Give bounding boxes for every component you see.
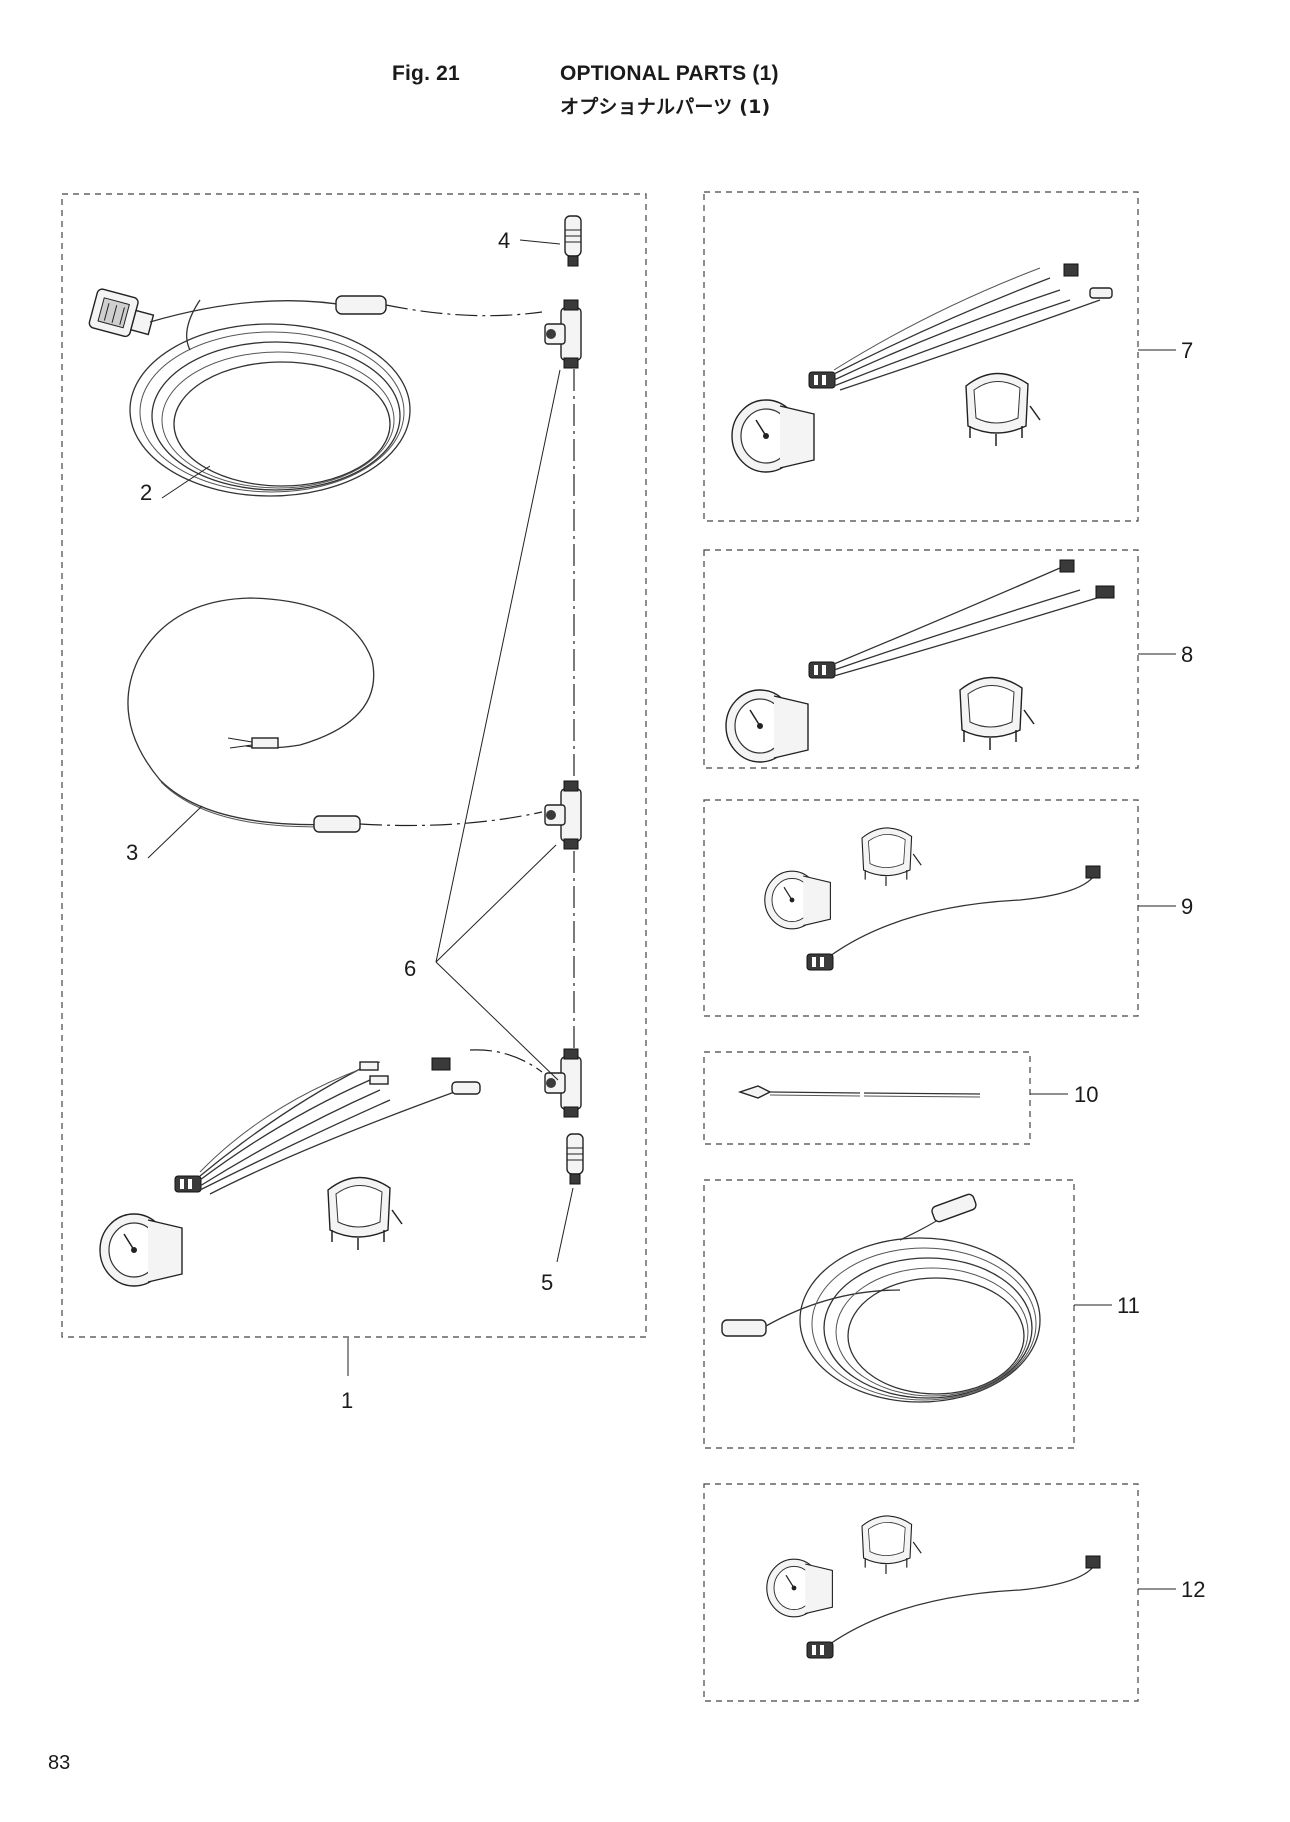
callout-6: 6 xyxy=(404,956,416,981)
gauge-icon xyxy=(766,1558,834,1618)
t-connector-icon xyxy=(544,299,582,369)
kit-boundary-7 xyxy=(703,191,1139,522)
callout-10: 10 xyxy=(1074,1082,1098,1107)
cable-coil-icon xyxy=(721,1193,1041,1403)
mounting-bracket-icon xyxy=(327,1176,403,1251)
cable-coil-icon xyxy=(88,288,411,497)
kit-boundary-12 xyxy=(703,1483,1139,1702)
callout-7: 7 xyxy=(1181,338,1193,363)
t-connector-icon xyxy=(544,1048,582,1118)
callout-5: 5 xyxy=(541,1270,553,1295)
gauge-icon xyxy=(764,870,832,930)
sensor-cable-icon xyxy=(806,1555,1101,1659)
sensor-cable-icon xyxy=(806,865,1101,971)
gauge-icon xyxy=(99,1213,183,1287)
kit-boundary-9 xyxy=(703,799,1139,1017)
terminator-icon xyxy=(566,1133,584,1185)
callout-1: 1 xyxy=(341,1388,353,1413)
figure-title: OPTIONAL PARTS (1) xyxy=(560,62,779,85)
kit-boundary-10 xyxy=(703,1051,1031,1145)
gauge-icon xyxy=(731,399,815,473)
mounting-bracket-icon xyxy=(965,372,1041,447)
callout-8: 8 xyxy=(1181,642,1193,667)
figure-title-japanese: オプショナルパーツ (1) xyxy=(560,96,771,118)
kit-boundary-11 xyxy=(703,1179,1075,1449)
mounting-bracket-icon xyxy=(861,827,922,887)
callout-3: 3 xyxy=(126,840,138,865)
kit-boundary-1 xyxy=(61,193,647,1338)
callout-4: 4 xyxy=(498,228,510,253)
mounting-bracket-icon xyxy=(959,676,1035,751)
terminator-icon xyxy=(564,215,582,267)
mounting-bracket-icon xyxy=(861,1515,922,1575)
wiring-harness-icon xyxy=(174,1057,481,1195)
gauge-icon xyxy=(725,689,809,763)
page-number: 83 xyxy=(48,1752,71,1774)
sensor-probe-icon xyxy=(737,1085,981,1099)
sensor-cable-icon xyxy=(127,597,375,833)
figure-label: Fig. 21 xyxy=(392,62,460,85)
t-connector-icon xyxy=(544,780,582,850)
kit-boundary-8 xyxy=(703,549,1139,769)
wiring-harness-icon xyxy=(808,263,1113,391)
callout-12: 12 xyxy=(1181,1577,1205,1602)
wiring-harness-icon xyxy=(808,559,1115,679)
callout-2: 2 xyxy=(140,480,152,505)
callout-11: 11 xyxy=(1117,1293,1140,1318)
callout-9: 9 xyxy=(1181,894,1193,919)
